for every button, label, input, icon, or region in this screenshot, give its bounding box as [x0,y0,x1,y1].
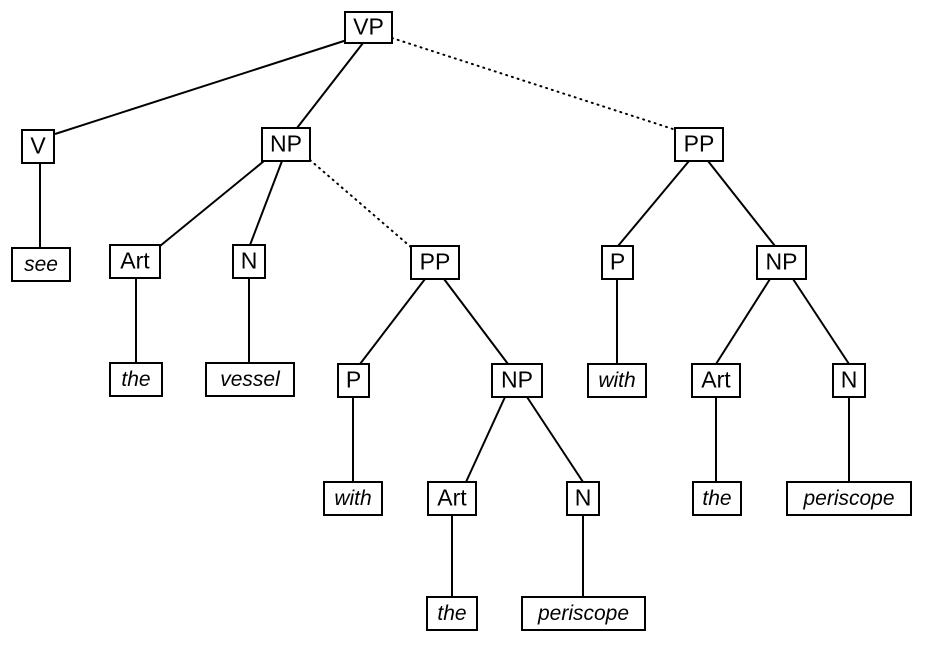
node-label-with_m: with [334,487,371,510]
category-node-np1: NP [261,127,311,162]
node-box-np1 [261,127,311,162]
node-box-pp_right [674,127,724,162]
leaf-node-with_r: with [587,363,647,398]
category-node-n_right: N [832,363,866,398]
category-node-art_mid: Art [427,481,477,516]
tree-edge-pp_mid-to-np_mid [443,278,509,365]
node-label-p_right: P [610,249,625,275]
category-node-p_mid: P [337,363,370,398]
node-box-with_r [587,363,647,398]
node-box-np_right [756,245,807,280]
tree-edge-pp_right-to-np_right [707,160,776,247]
category-node-n_mid: N [566,481,600,516]
node-label-art_mid: Art [437,485,467,511]
node-box-art_mid [427,481,477,516]
node-label-pp_right: PP [684,131,715,157]
leaf-node-peri_r: periscope [786,481,912,516]
node-label-vessel: vessel [220,368,281,391]
node-box-pp_mid [410,245,460,280]
category-node-art_right: Art [691,363,741,398]
node-box-with_m [323,481,383,516]
leaf-node-see: see [11,247,71,282]
node-box-n1 [232,244,266,279]
node-label-v: V [30,133,46,159]
node-label-p_mid: P [346,367,361,393]
leaf-node-peri_m: periscope [521,596,646,631]
node-box-p_right [601,245,634,280]
node-label-the_r: the [702,487,731,510]
node-label-art1: Art [120,248,150,274]
leaf-node-with_m: with [323,481,383,516]
node-label-n_mid: N [575,485,592,511]
node-label-see: see [24,253,58,276]
node-label-peri_r: periscope [802,487,894,510]
node-box-peri_m [521,596,646,631]
tree-edge-pp_mid-to-p_mid [359,278,426,365]
tree-edge-np_right-to-n_right [792,278,850,365]
category-node-np_right: NP [756,245,807,280]
node-label-np_right: NP [766,249,798,275]
node-box-the_r [692,481,742,516]
node-box-art_right [691,363,741,398]
node-label-with_r: with [598,369,635,392]
tree-edge-pp_right-to-p_right [617,160,690,247]
node-label-n1: N [241,248,258,274]
node-box-vp [344,11,393,44]
category-node-vp: VP [344,11,393,44]
node-box-the_m [426,596,478,631]
tree-edge-np1-to-art1 [159,160,265,247]
node-label-vp: VP [353,14,384,40]
node-box-art1 [109,244,161,279]
leaf-node-the_r: the [692,481,742,516]
node-box-n_mid [566,481,600,516]
category-node-p_right: P [601,245,634,280]
node-box-vessel [205,362,295,397]
category-node-pp_mid: PP [410,245,460,280]
tree-edge-vp-to-v [54,39,348,135]
node-label-np_mid: NP [501,367,533,393]
node-label-art_right: Art [701,367,731,393]
node-label-np1: NP [270,131,302,157]
node-box-peri_r [786,481,912,516]
node-box-np_mid [491,363,543,398]
category-node-art1: Art [109,244,161,279]
node-label-the_m: the [437,602,466,625]
category-node-n1: N [232,244,266,279]
node-box-v [21,129,55,164]
category-node-np_mid: NP [491,363,543,398]
node-box-the1 [109,362,163,397]
tree-edge-np_mid-to-n_mid [526,396,584,483]
node-box-see [11,247,71,282]
node-box-n_right [832,363,866,398]
node-box-p_mid [337,363,370,398]
tree-edge-vp-to-pp_right [391,37,677,131]
node-label-pp_mid: PP [420,249,451,275]
tree-edge-np_mid-to-art_mid [465,396,506,483]
node-label-the1: the [121,368,150,391]
leaf-node-vessel: vessel [205,362,295,397]
node-label-peri_m: periscope [537,602,629,625]
tree-edge-np1-to-n1 [249,160,283,246]
edge-layer [39,37,850,597]
tree-edge-np1-to-pp_mid [309,159,413,249]
category-node-pp_right: PP [674,127,724,162]
leaf-node-the1: the [109,362,163,397]
tree-edge-vp-to-np1 [296,42,364,129]
category-node-v: V [21,129,55,164]
tree-edge-np_right-to-art_right [715,278,771,365]
node-label-n_right: N [841,367,858,393]
leaf-node-the_m: the [426,596,478,631]
